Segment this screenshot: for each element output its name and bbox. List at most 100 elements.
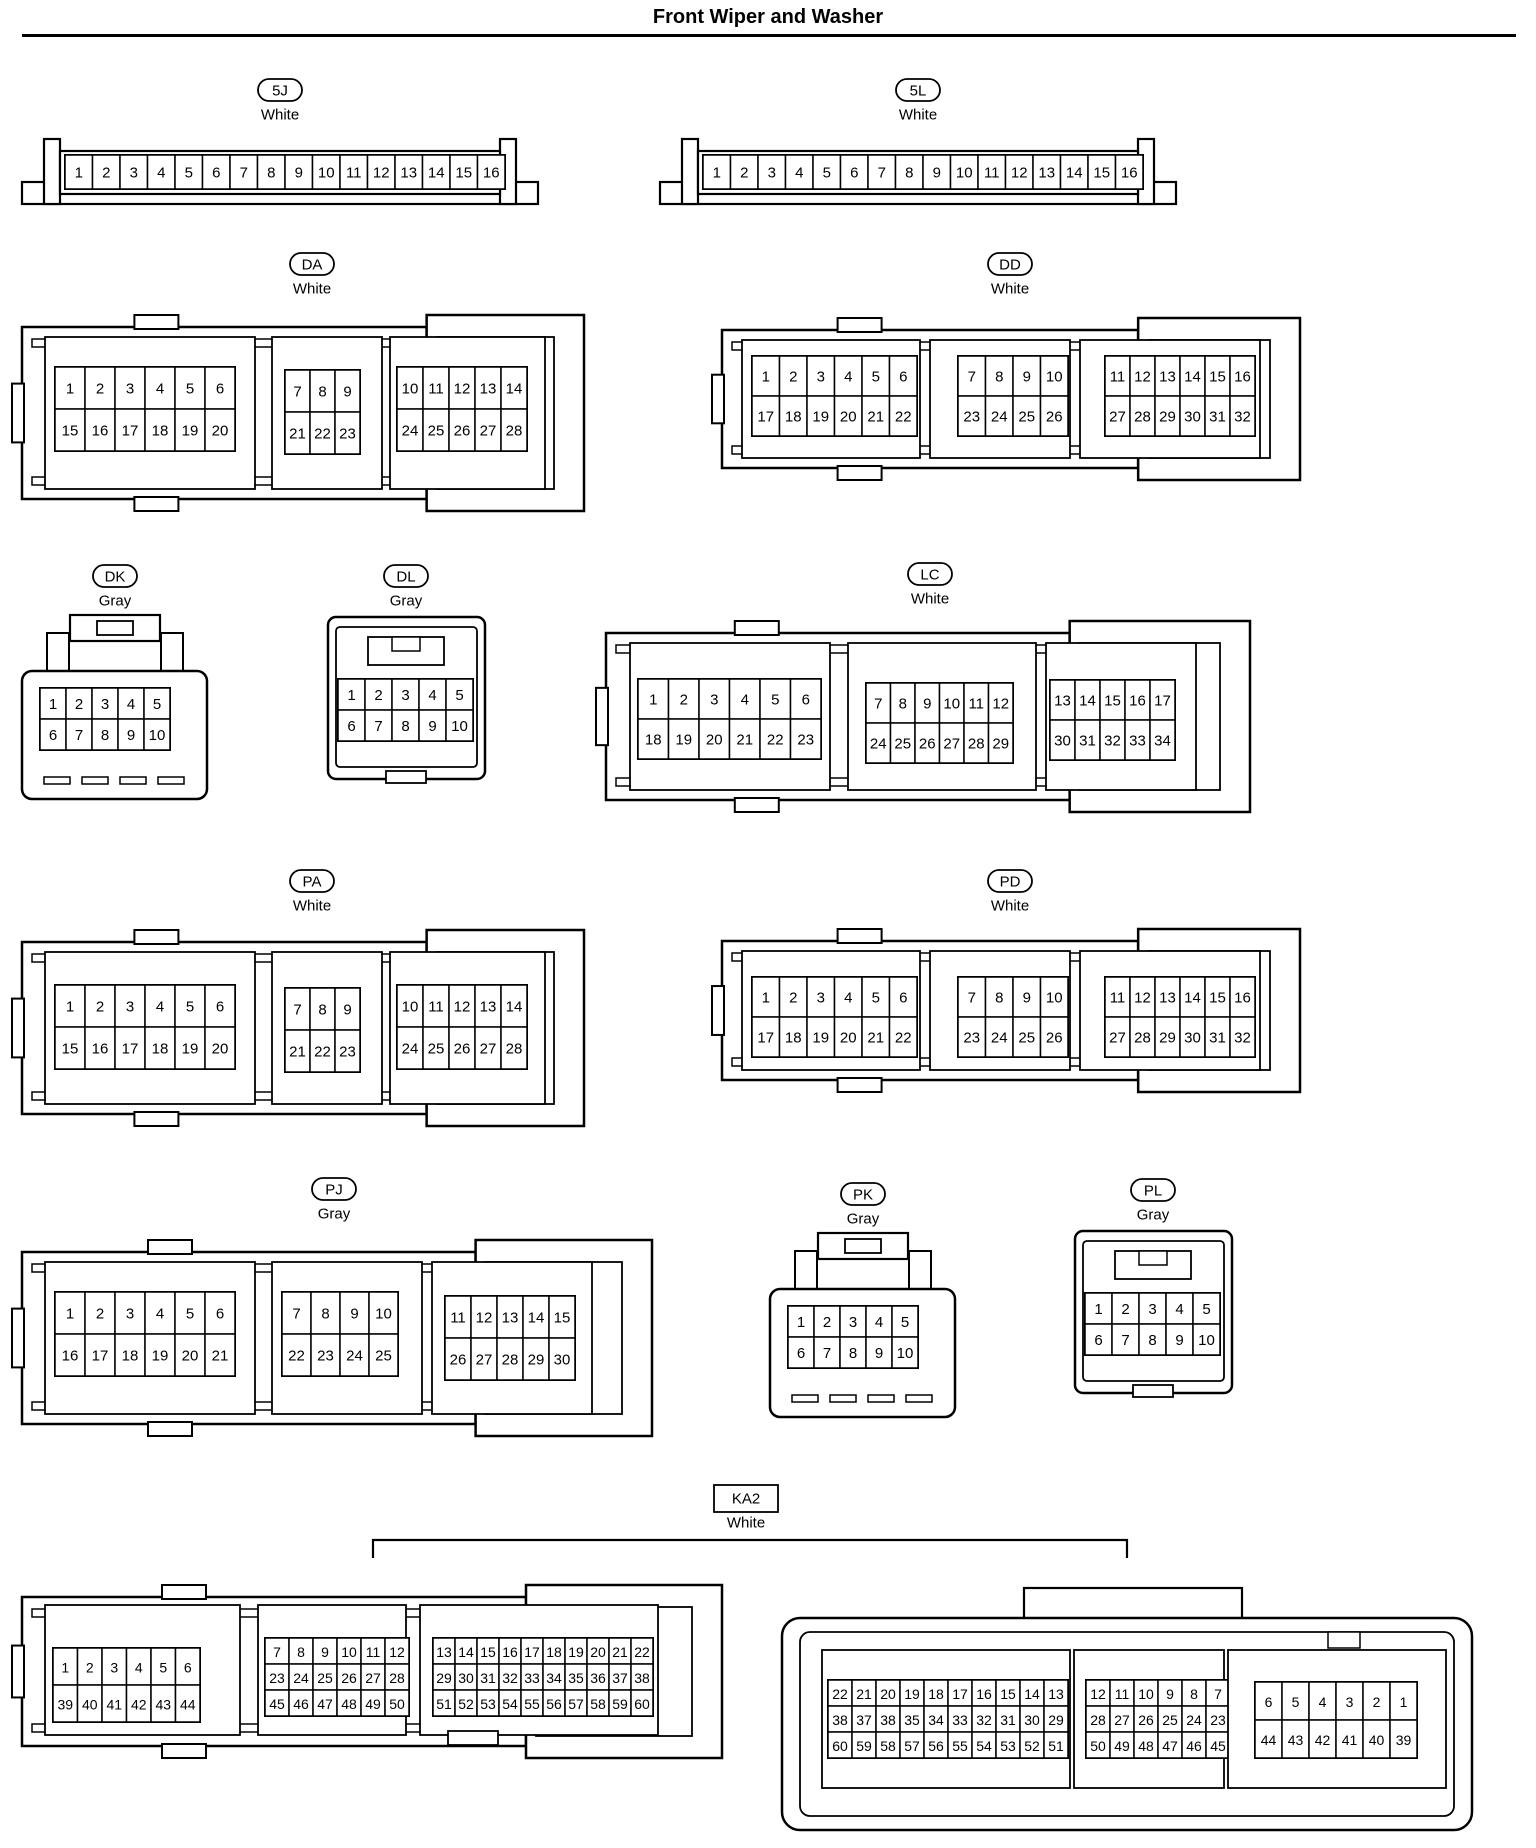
terminal-number: 25 xyxy=(317,1670,333,1686)
terminal-cell xyxy=(995,1705,1021,1733)
terminal-number: 21 xyxy=(289,1044,306,1061)
terminal-number: 48 xyxy=(1138,1738,1154,1754)
terminal-number: 46 xyxy=(1186,1738,1202,1754)
terminal-cell xyxy=(384,1663,410,1691)
terminal-number: 19 xyxy=(812,409,829,426)
terminal-number: 7 xyxy=(273,1644,281,1660)
terminal-number: 3 xyxy=(1148,1301,1156,1318)
key-tab xyxy=(147,1421,193,1437)
terminal-number: 20 xyxy=(840,1030,857,1047)
terminal-number: 24 xyxy=(402,423,419,440)
terminal-cell xyxy=(339,154,369,190)
terminal-number: 16 xyxy=(62,1348,79,1365)
terminal-cell xyxy=(522,1337,550,1381)
terminal-number: 5 xyxy=(823,165,831,182)
terminal-cell xyxy=(309,369,336,413)
terminal-number: 25 xyxy=(375,1348,392,1365)
terminal-number: 27 xyxy=(1109,409,1126,426)
terminal-cell xyxy=(312,1689,338,1717)
terminal-number: 29 xyxy=(528,1352,545,1369)
terminal-cell xyxy=(496,1295,524,1339)
connector-id-badge xyxy=(907,562,953,586)
terminal-number: 50 xyxy=(1090,1738,1106,1754)
terminal-number: 17 xyxy=(757,409,774,426)
terminal-cell xyxy=(963,722,990,764)
terminal-cell xyxy=(1204,1016,1231,1058)
terminal-number: 18 xyxy=(785,1030,802,1047)
terminal-number: 51 xyxy=(1048,1738,1064,1754)
terminal-cell xyxy=(995,1679,1021,1707)
terminal-cell xyxy=(813,1336,841,1369)
terminal-cell xyxy=(875,1731,901,1759)
terminal-cell xyxy=(778,395,808,437)
terminal-number: 12 xyxy=(1011,165,1028,182)
terminal-number: 9 xyxy=(1023,990,1031,1007)
terminal-cell xyxy=(888,355,918,397)
terminal-number: 2 xyxy=(1121,1301,1129,1318)
terminal-number: 24 xyxy=(870,736,887,753)
terminal-number: 55 xyxy=(524,1696,540,1712)
terminal-number: 8 xyxy=(321,1306,329,1323)
terminal-cell xyxy=(54,1333,86,1377)
terminal-cell xyxy=(500,408,528,452)
terminal-number: 25 xyxy=(1018,409,1035,426)
terminal-number: 14 xyxy=(506,999,523,1016)
terminal-number: 35 xyxy=(568,1670,584,1686)
terminal-number: 5 xyxy=(153,696,161,713)
terminal-number: 8 xyxy=(267,165,275,182)
terminal-number: 8 xyxy=(101,727,109,744)
terminal-cell xyxy=(39,718,67,751)
key-tab xyxy=(836,465,883,481)
latch-button xyxy=(96,620,134,636)
terminal-number: 47 xyxy=(317,1696,333,1712)
terminal-number: 5 xyxy=(872,369,880,386)
terminal-cell xyxy=(865,1336,893,1369)
terminal-number: 7 xyxy=(240,165,248,182)
terminal-number: 8 xyxy=(899,696,907,713)
connector-id-badge xyxy=(289,252,335,276)
terminal-number: 3 xyxy=(817,369,825,386)
foot-rib xyxy=(791,1394,819,1403)
terminal-number: 8 xyxy=(1190,1686,1198,1702)
connector-id: DD xyxy=(999,257,1021,274)
terminal-number: 13 xyxy=(1054,693,1071,710)
terminal-number: 2 xyxy=(789,369,797,386)
terminal-number: 23 xyxy=(963,409,980,426)
terminal-number: 19 xyxy=(182,423,199,440)
terminal-cell xyxy=(1074,719,1101,761)
key-foot xyxy=(1132,1384,1174,1398)
terminal-number: 18 xyxy=(122,1348,139,1365)
terminal-number: 27 xyxy=(480,423,497,440)
terminal-number: 34 xyxy=(546,1670,562,1686)
terminal-number: 11 xyxy=(428,381,444,398)
terminal-cell xyxy=(334,1029,361,1073)
terminal-number: 31 xyxy=(1079,733,1096,750)
terminal-number: 15 xyxy=(480,1644,496,1660)
terminal-number: 15 xyxy=(1209,990,1226,1007)
terminal-cell xyxy=(806,355,836,397)
terminal-number: 17 xyxy=(757,1030,774,1047)
terminal-number: 3 xyxy=(710,692,718,709)
terminal-number: 44 xyxy=(180,1697,196,1713)
terminal-number: 26 xyxy=(1138,1712,1154,1728)
terminal-number: 22 xyxy=(767,732,784,749)
terminal-number: 3 xyxy=(768,165,776,182)
terminal-cell xyxy=(146,154,176,190)
terminal-cell xyxy=(360,1637,386,1665)
terminal-cell xyxy=(806,1016,836,1058)
terminal-number: 46 xyxy=(293,1696,309,1712)
terminal-cell xyxy=(1104,1016,1131,1058)
terminal-number: 41 xyxy=(106,1697,122,1713)
terminal-cell xyxy=(1229,1016,1256,1058)
terminal-cell xyxy=(418,678,447,711)
terminal-number: 7 xyxy=(823,1345,831,1362)
